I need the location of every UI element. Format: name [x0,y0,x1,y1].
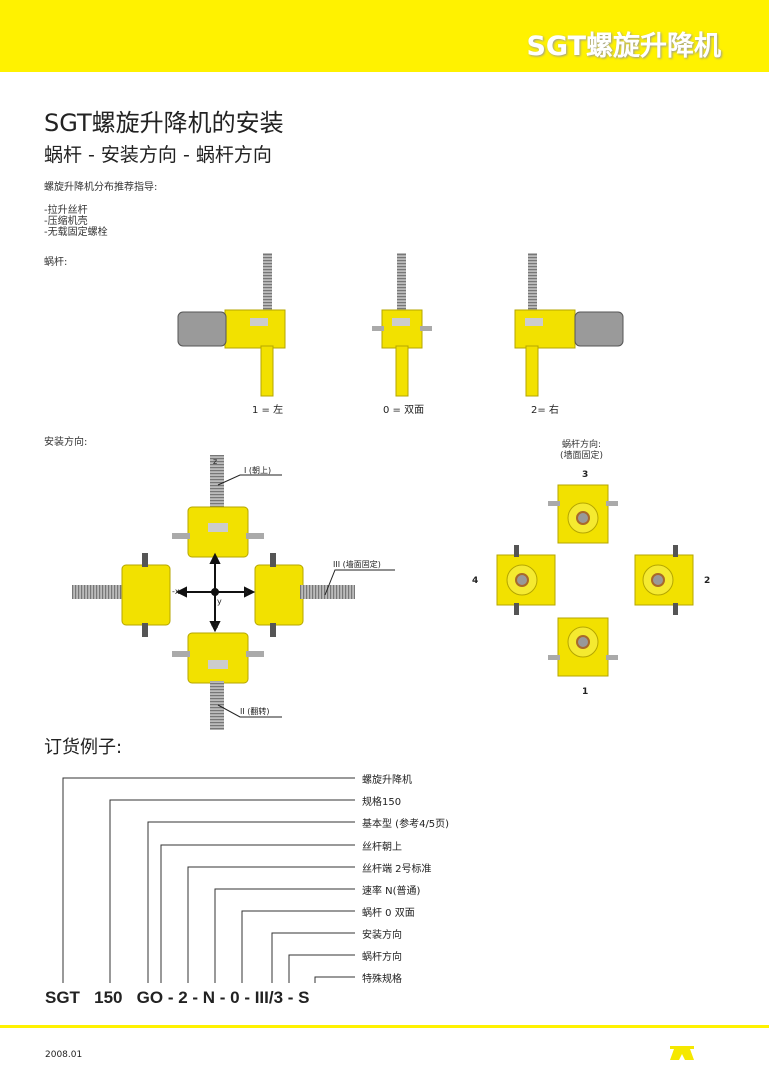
gearbox-top-3 [548,484,618,544]
guide-heading: 螺旋升降机分布推荐指导: [44,182,158,193]
worm-illustrations [177,253,624,397]
brand-logo-icon [670,1046,694,1060]
axis-neg-x: -x [172,587,180,596]
page-title: SGT螺旋升降机的安装 [44,109,284,137]
axis-y: y [217,597,222,606]
mount-label-upright: I (朝上) [244,466,272,475]
jack-left [72,553,171,637]
jack-right-motor [514,253,624,397]
mount-label-wall: III (墙面固定) [333,560,381,569]
axis-z: z [213,457,218,466]
worm-direction-diagram [496,484,694,677]
gearbox-left-4 [496,545,556,615]
order-label: 规格150 [362,797,402,808]
mounting-heading: 安装方向: [44,437,88,448]
jack-inverted [172,632,264,730]
order-heading: 订货例子: [44,737,123,758]
page-subtitle: 蜗杆 - 安装方向 - 蜗杆方向 [44,144,272,166]
worm-option-both: 0 = 双面 [383,405,425,416]
order-code: SGT 150 GO - 2 - N - 0 - III/3 - S [45,988,310,1007]
axis-neg-z: -z [211,621,219,630]
order-label: 蜗杆方向 [362,952,402,963]
order-label: 蜗杆 0 双面 [362,908,415,919]
jack-upright [172,455,264,558]
jack-wall [254,553,355,637]
worm-direction-heading: 蜗杆方向: (墙面固定) [560,440,603,462]
order-label: 速率 N(普通) [362,886,421,897]
order-label: 特殊规格 [362,974,402,985]
footer-date: 2008.01 [45,1050,83,1060]
worm-option-right: 2= 右 [531,405,559,416]
footer-divider [0,1025,769,1028]
leader-line [217,474,282,486]
worm-direction-heading-1: 蜗杆方向: [561,440,602,450]
guide-item: -压缩机壳 [44,216,88,227]
order-label: 丝杆朝上 [362,842,402,853]
order-label: 安装方向 [362,930,402,941]
order-label: 丝杆端 2号标准 [362,864,432,875]
position-2: 2 [704,576,711,586]
position-1: 1 [582,687,589,697]
jack-both-sides [372,253,432,397]
mount-label-inverted: II (翻转) [240,707,270,716]
leader-line [217,704,282,718]
position-3: 3 [582,470,589,480]
worm-direction-heading-2: (墙面固定) [560,451,604,461]
order-label: 螺旋升降机 [362,775,412,786]
order-label: 基本型 (参考4/5页) [362,819,450,830]
worm-option-left: 1 = 左 [252,405,284,416]
guide-item: -拉升丝杆 [44,205,88,216]
worm-heading: 蜗杆: [44,257,68,268]
header-title: SGT螺旋升降机 [526,31,721,62]
gearbox-right-2 [634,545,694,615]
jack-left-motor [177,253,286,397]
gearbox-bottom-1 [548,617,618,677]
guide-item: -无载固定螺栓 [44,227,108,238]
leader-line [324,569,395,596]
order-leader-lines [62,777,355,983]
mounting-diagram [72,455,395,730]
header-band: SGT螺旋升降机 [0,0,769,72]
position-4: 4 [472,576,479,586]
axes-icon [175,552,256,633]
axis-x: x [244,587,249,596]
guide-list: -拉升丝杆 -压缩机壳 -无载固定螺栓 [44,205,108,238]
